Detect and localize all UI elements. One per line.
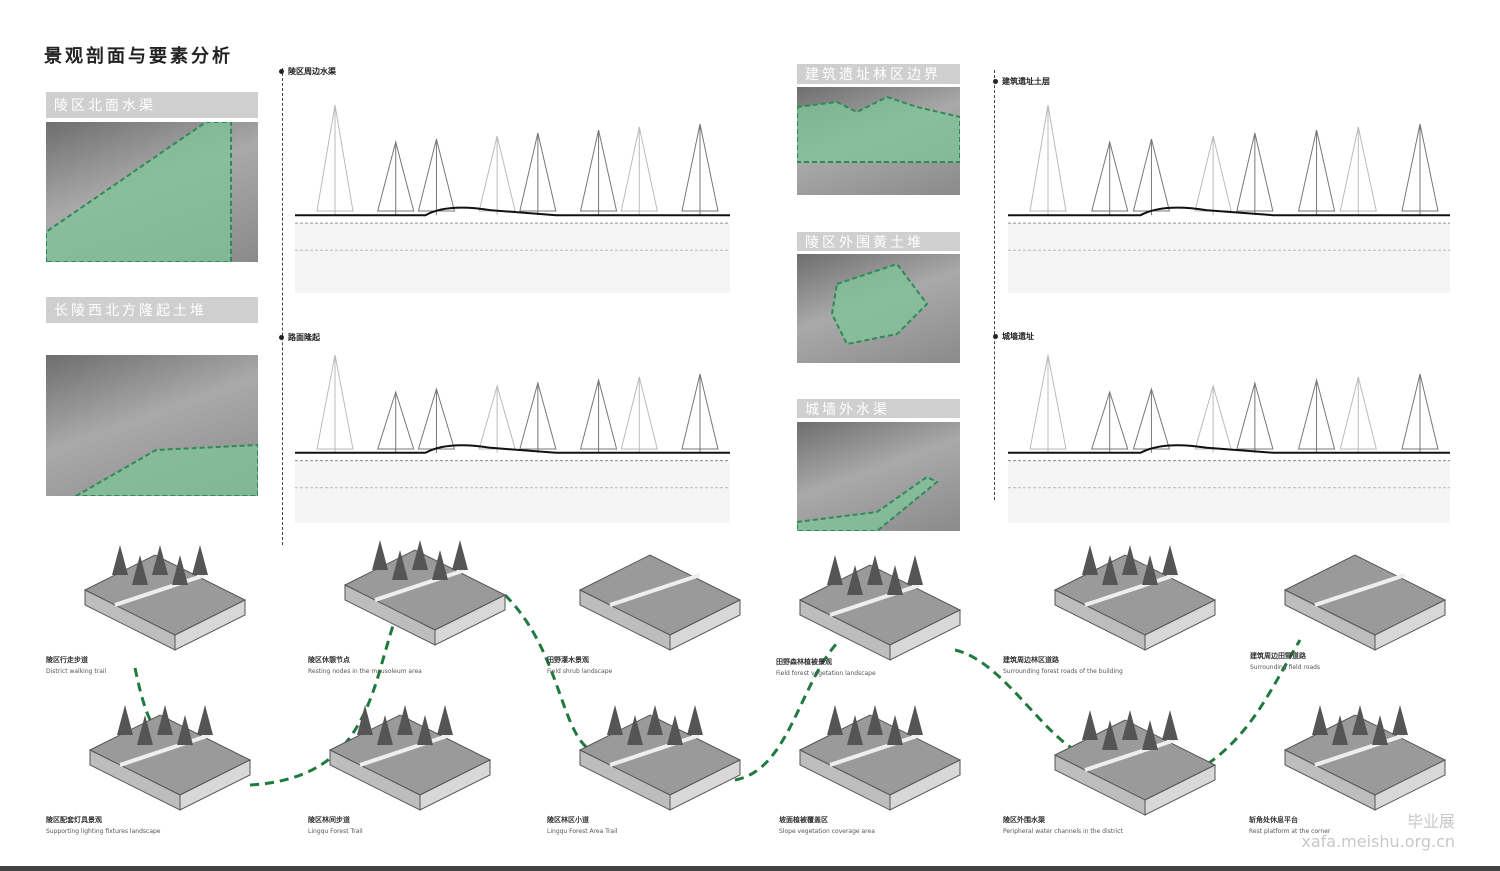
iso-block <box>578 705 742 811</box>
iso-block <box>1283 705 1447 811</box>
site-photo <box>797 254 960 363</box>
landscape-section <box>1008 335 1450 525</box>
block-label-en: Field forest vegetation landscape <box>776 670 876 677</box>
bullet-icon <box>279 335 284 340</box>
tree-cluster <box>1082 710 1178 750</box>
tree-cluster <box>112 545 208 585</box>
site-photo <box>797 87 960 195</box>
block-label-cn: 陵区休憩节点 <box>308 656 350 664</box>
site-photo <box>797 422 960 531</box>
block-label-en: Surrounding field roads <box>1250 664 1321 671</box>
iso-block <box>1283 554 1447 651</box>
tree-cluster <box>607 705 703 745</box>
block-label-en: Slope vegetation coverage area <box>779 828 875 835</box>
section-label: 路面隆起 <box>279 332 320 343</box>
watermark-url: xafa.meishu.org.cn <box>1301 832 1455 851</box>
footer-bar <box>0 866 1500 871</box>
section-label: 建筑遗址土层 <box>993 76 1050 87</box>
block-label-cn: 陵区林区小道 <box>547 816 589 824</box>
section-label-text: 城墙遗址 <box>1002 332 1034 341</box>
photo-label: 长陵西北方隆起土堆 <box>46 297 258 323</box>
landscape-section <box>295 335 730 525</box>
watermark-title: 毕业展 <box>1406 812 1455 831</box>
landscape-section <box>295 85 730 295</box>
iso-block <box>83 545 247 651</box>
page-title: 景观剖面与要素分析 <box>44 46 233 67</box>
divider-line <box>282 68 283 545</box>
block-label-cn: 陵区林间步道 <box>308 816 350 824</box>
block-label: 陵区休憩节点 Resting nodes in the mausoleum are… <box>308 655 422 675</box>
iso-block <box>88 705 252 811</box>
block-label-en: Supporting lighting fixtures landscape <box>46 828 161 835</box>
tree-cluster <box>357 705 453 745</box>
highlight-area <box>797 95 960 163</box>
iso-block <box>798 705 962 811</box>
block-label-en: Lingqu Forest Trail <box>308 828 363 835</box>
section-label-text: 陵区周边水渠 <box>288 67 336 76</box>
section-label: 城墙遗址 <box>993 331 1034 342</box>
highlight-area <box>797 475 939 531</box>
block-label: 建筑周边林区道路 Surrounding forest roads of the … <box>1003 655 1123 675</box>
section-label-text: 建筑遗址土层 <box>1002 77 1050 86</box>
block-label: 田野森林植被景观 Field forest vegetation landscap… <box>776 657 876 677</box>
highlight-area <box>830 262 929 346</box>
block-label-cn: 陵区行走步道 <box>46 656 88 664</box>
tree-cluster <box>372 540 468 580</box>
site-photo <box>46 122 258 262</box>
block-label-cn: 田野森林植被景观 <box>776 658 832 666</box>
photo-label: 城墙外水渠 <box>797 399 960 418</box>
block-label-cn: 陵区外围水渠 <box>1003 816 1045 824</box>
tree-cluster <box>827 705 923 745</box>
block-label: 陵区林间步道 Lingqu Forest Trail <box>308 815 363 835</box>
block-label: 坡面植被覆盖区 Slope vegetation coverage area <box>779 815 875 835</box>
iso-block <box>798 555 962 661</box>
block-label-cn: 田野灌木景观 <box>547 656 589 664</box>
bullet-icon <box>993 79 998 84</box>
block-label: 陵区外围水渠 Peripheral water channels in the d… <box>1003 815 1123 835</box>
block-label-en: Surrounding forest roads of the building <box>1003 668 1123 675</box>
section-label: 陵区周边水渠 <box>279 66 336 77</box>
block-label-en: District walking trail <box>46 668 107 675</box>
bullet-icon <box>993 334 998 339</box>
photo-label: 陵区外围黄土堆 <box>797 232 960 251</box>
highlight-area <box>46 122 232 262</box>
block-label-en: Peripheral water channels in the distric… <box>1003 828 1123 835</box>
tree-cluster <box>1312 705 1408 745</box>
block-label-cn: 建筑周边林区道路 <box>1003 656 1059 664</box>
tree-cluster <box>117 705 213 745</box>
iso-block <box>328 705 492 811</box>
block-label: 斩角处休息平台 Rest platform at the corner <box>1249 815 1330 835</box>
tree-cluster <box>827 555 923 595</box>
block-label-cn: 斩角处休息平台 <box>1249 816 1298 824</box>
bullet-icon <box>279 69 284 74</box>
divider-line <box>994 70 995 500</box>
iso-block <box>343 540 507 646</box>
iso-block <box>578 554 742 651</box>
block-label: 田野灌木景观 Field shrub landscape <box>547 655 612 675</box>
highlight-area <box>73 443 258 496</box>
photo-label: 建筑遗址林区边界 <box>797 64 960 84</box>
tree-cluster <box>1082 545 1178 585</box>
block-label-cn: 建筑周边田野道路 <box>1250 652 1306 660</box>
site-photo <box>46 355 258 496</box>
block-label-en: Resting nodes in the mausoleum area <box>308 668 422 675</box>
photo-label: 陵区北面水渠 <box>46 92 258 118</box>
block-label: 建筑周边田野道路 Surrounding field roads <box>1250 651 1320 671</box>
section-label-text: 路面隆起 <box>288 333 320 342</box>
block-label: 陵区配套灯具景观 Supporting lighting fixtures lan… <box>46 815 161 835</box>
iso-block <box>1053 710 1217 816</box>
landscape-section <box>1008 85 1450 295</box>
block-label: 陵区林区小道 Lingqu Forest Area Trail <box>547 815 617 835</box>
block-label-en: Field shrub landscape <box>547 668 613 675</box>
watermark: 毕业展 xafa.meishu.org.cn <box>1301 808 1455 851</box>
block-label-cn: 陵区配套灯具景观 <box>46 816 102 824</box>
block-label-en: Rest platform at the corner <box>1249 828 1331 835</box>
block-label-cn: 坡面植被覆盖区 <box>779 816 828 824</box>
iso-block <box>1053 545 1217 651</box>
block-label: 陵区行走步道 District walking trail <box>46 655 106 675</box>
block-label-en: Lingqu Forest Area Trail <box>547 828 618 835</box>
